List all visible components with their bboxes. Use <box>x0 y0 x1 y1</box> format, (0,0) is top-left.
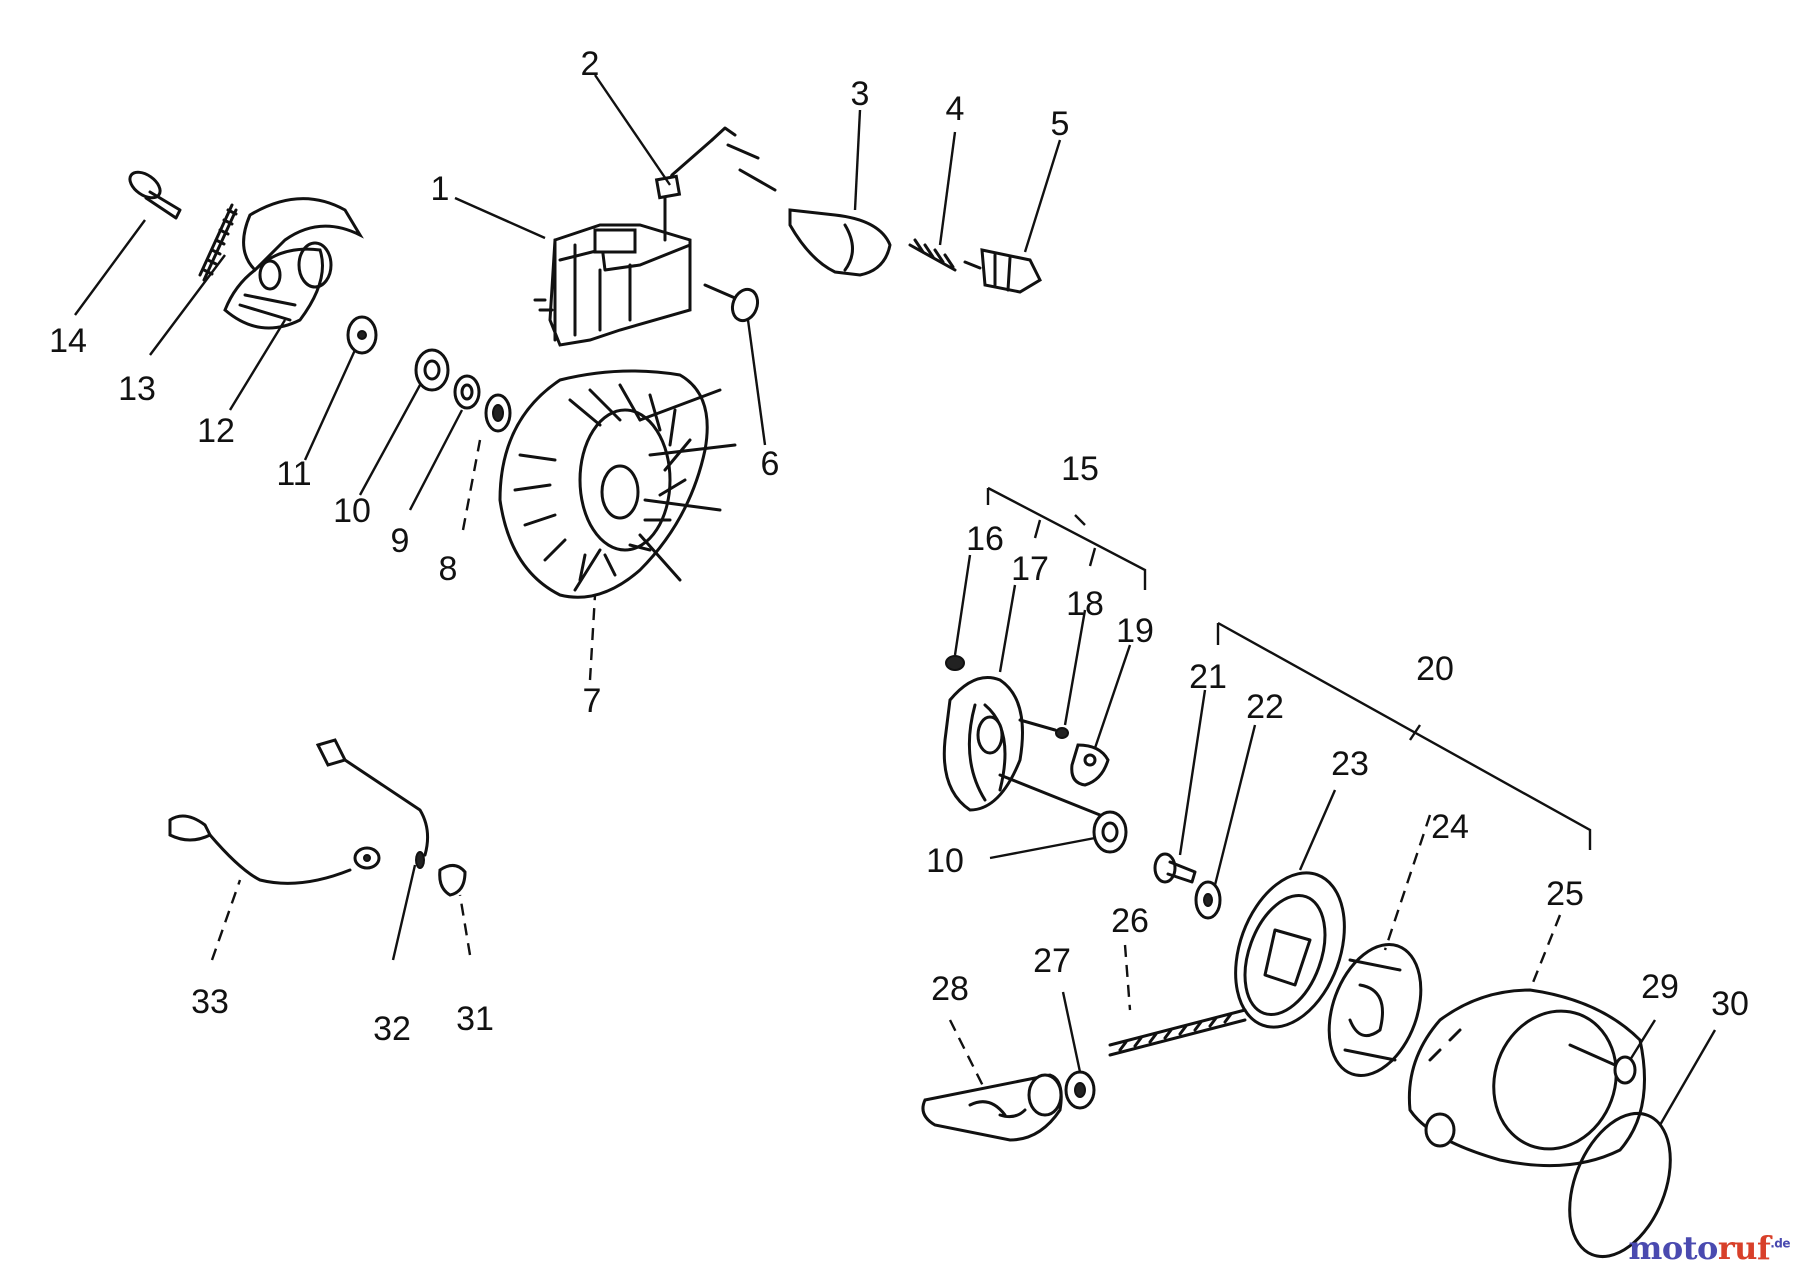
part-label: 22 <box>1246 688 1284 726</box>
part-label: 3 <box>851 75 870 113</box>
part-label: 10 <box>926 842 964 880</box>
bracket-20 <box>1216 621 1592 850</box>
part-7-flywheel <box>498 369 737 599</box>
part-label: 25 <box>1546 875 1584 913</box>
part-label: 16 <box>966 520 1004 558</box>
part-10-nut <box>414 348 450 392</box>
watermark-part1: moto <box>1628 1229 1718 1267</box>
part-label: 1 <box>431 170 450 208</box>
part-label: 19 <box>1116 612 1154 650</box>
part-label: 6 <box>761 445 780 483</box>
part-8-washer <box>484 393 512 433</box>
part-30-o-ring <box>1568 1111 1672 1259</box>
part-label: 11 <box>276 455 311 493</box>
part-31-terminal <box>438 864 467 897</box>
part-label: 14 <box>49 322 87 360</box>
part-14-screw <box>128 170 182 220</box>
part-12-clutch-shoe <box>223 197 364 330</box>
part-22-washer <box>1194 880 1222 920</box>
watermark-part2: ruf <box>1717 1229 1771 1267</box>
part-label: 4 <box>946 90 965 128</box>
part-label: 2 <box>581 45 600 83</box>
leader-lines <box>74 74 1717 1126</box>
part-11-washer <box>346 315 378 355</box>
part-label: 29 <box>1641 968 1679 1006</box>
part-label: 20 <box>1416 650 1454 688</box>
part-2-high-tension-lead <box>654 126 777 242</box>
part-28-handle <box>921 1073 1063 1142</box>
watermark-suffix: .de <box>1770 1236 1790 1251</box>
part-33-ground-wire <box>168 814 381 885</box>
part-16-nut <box>945 655 965 671</box>
part-5-terminal <box>963 248 1042 294</box>
part-label: 5 <box>1051 105 1070 143</box>
part-label: 8 <box>439 550 458 588</box>
bracket-15 <box>986 486 1147 590</box>
part-9-lockwasher <box>453 374 481 410</box>
part-19-pawl <box>1070 743 1110 787</box>
part-label: 17 <box>1011 550 1049 588</box>
part-29-screw <box>1568 1043 1637 1085</box>
part-10b-nut <box>998 773 1128 854</box>
part-1-ignition-coil <box>533 223 692 347</box>
part-label: 12 <box>197 412 235 450</box>
part-25-starter-housing <box>1407 988 1646 1168</box>
part-13-spring <box>198 203 238 282</box>
part-18-spring <box>1018 718 1069 739</box>
part-17-pawl-housing <box>942 676 1024 812</box>
part-label: 33 <box>191 983 229 1021</box>
part-label: 24 <box>1431 808 1469 846</box>
part-label: 26 <box>1111 902 1149 940</box>
part-label: 32 <box>373 1010 411 1048</box>
part-32-switch-wire <box>315 738 430 869</box>
part-label: 7 <box>583 682 602 720</box>
part-label: 30 <box>1711 985 1749 1023</box>
part-23-pulley <box>1234 871 1346 1029</box>
part-label: 28 <box>931 970 969 1008</box>
part-6-screw <box>703 283 760 323</box>
part-label: 9 <box>391 522 410 560</box>
part-label: 18 <box>1066 585 1104 623</box>
part-4-spring <box>908 238 957 272</box>
part-label: 23 <box>1331 745 1369 783</box>
part-26-rope <box>1108 1008 1247 1057</box>
part-label: 21 <box>1189 658 1227 696</box>
part-3-plug-boot <box>788 208 892 277</box>
part-24-rewind-spring <box>1327 943 1423 1077</box>
part-label: 13 <box>118 370 156 408</box>
part-label: 15 <box>1061 450 1099 488</box>
part-label: 31 <box>456 1000 494 1038</box>
part-21-bolt <box>1153 852 1197 884</box>
part-label: 10 <box>333 492 371 530</box>
part-label: 27 <box>1033 942 1071 980</box>
part-27-grommet <box>1064 1070 1096 1110</box>
watermark-logo: motoruf.de <box>1628 1229 1790 1267</box>
